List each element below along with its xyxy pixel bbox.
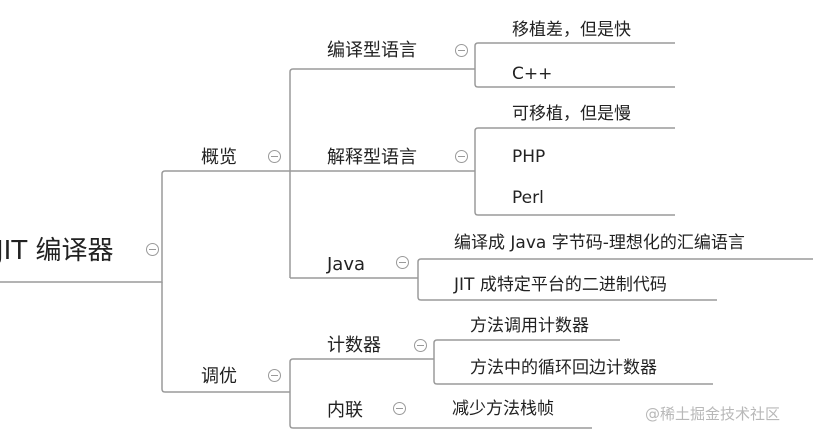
collapse-icon[interactable]: [393, 402, 406, 415]
connector-line: [433, 339, 620, 344]
node-interpreted-language[interactable]: 解释型语言: [327, 147, 417, 168]
collapse-icon[interactable]: [268, 150, 281, 163]
leaf-node[interactable]: 编译成 Java 字节码-理想化的汇编语言: [454, 233, 745, 253]
node-java[interactable]: Java: [327, 254, 366, 275]
connector-line: [474, 42, 675, 47]
node-counter[interactable]: 计数器: [327, 335, 381, 356]
collapse-icon[interactable]: [455, 44, 468, 57]
connector-line: [289, 424, 407, 429]
root-node[interactable]: JIT 编译器: [0, 236, 114, 266]
leaf-node[interactable]: 移植差，但是快: [512, 20, 631, 40]
collapse-icon[interactable]: [268, 369, 281, 382]
connector-line: [161, 282, 280, 393]
leaf-node[interactable]: PHP: [512, 147, 546, 167]
collapse-icon[interactable]: [414, 339, 427, 352]
connector-line: [474, 83, 675, 88]
connector-line: [474, 211, 675, 216]
leaf-node[interactable]: 方法调用计数器: [470, 316, 589, 336]
leaf-node[interactable]: 可移植，但是慢: [512, 104, 631, 124]
connector-line: [289, 358, 428, 363]
leaf-node[interactable]: Perl: [512, 188, 544, 208]
node-compiled-language[interactable]: 编译型语言: [327, 40, 417, 61]
leaf-node[interactable]: C++: [512, 64, 553, 84]
connector-line: [433, 380, 713, 385]
connector-line: [417, 296, 717, 301]
connector-line: [474, 127, 675, 132]
watermark: @稀土掘金技术社区: [645, 405, 781, 423]
node-tuning[interactable]: 调优: [201, 366, 237, 387]
node-overview[interactable]: 概览: [201, 147, 237, 168]
collapse-icon[interactable]: [146, 243, 159, 256]
collapse-icon[interactable]: [455, 150, 468, 163]
connector-line: [417, 258, 813, 263]
connector-line: [289, 68, 469, 73]
leaf-node[interactable]: 方法中的循环回边计数器: [470, 358, 657, 378]
node-inline[interactable]: 内联: [327, 400, 363, 421]
leaf-node[interactable]: 减少方法栈帧: [452, 399, 554, 419]
connector-line: [0, 170, 280, 283]
collapse-icon[interactable]: [396, 256, 409, 269]
leaf-node[interactable]: JIT 成特定平台的二进制代码: [454, 275, 667, 295]
